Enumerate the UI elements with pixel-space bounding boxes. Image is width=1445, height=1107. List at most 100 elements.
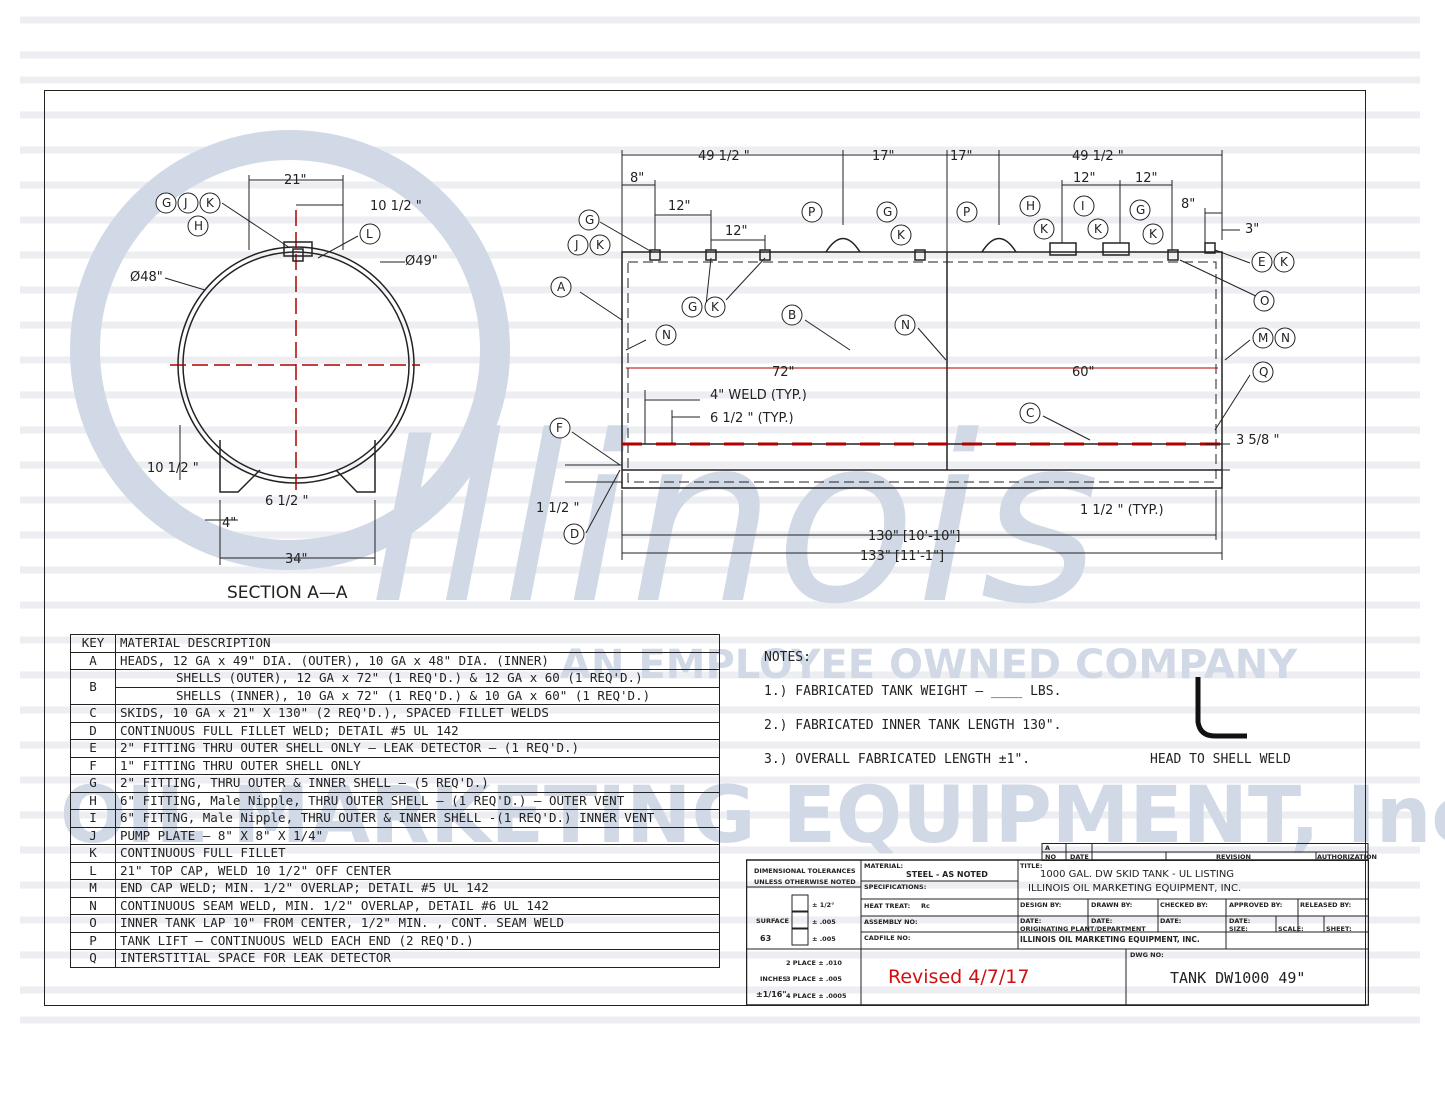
svg-text:G: G — [883, 205, 892, 219]
svg-text:12": 12" — [668, 199, 691, 214]
svg-text:G: G — [1136, 203, 1145, 217]
svg-text:F: F — [556, 421, 563, 435]
svg-text:4" WELD (TYP.): 4" WELD (TYP.) — [710, 388, 807, 403]
svg-text:133" [11'-1"]: 133" [11'-1"] — [860, 549, 944, 564]
svg-text:49 1/2 ": 49 1/2 " — [698, 149, 750, 164]
svg-text:J: J — [574, 238, 579, 252]
lift-right — [981, 237, 1017, 253]
watermark-script: Illinois — [370, 388, 1100, 655]
drawing-frame — [44, 90, 1366, 1006]
svg-text:49 1/2 ": 49 1/2 " — [1072, 149, 1124, 164]
weld-caption: HEAD TO SHELL WELD — [1150, 752, 1291, 767]
table-row: SHELLS (INNER), 10 GA x 72" (1 REQ'D.) &… — [71, 686, 720, 705]
svg-text:K: K — [596, 238, 605, 252]
svg-text:12": 12" — [725, 224, 748, 239]
svg-text:K: K — [1040, 222, 1049, 236]
svg-text:B: B — [788, 308, 796, 322]
svg-text:D: D — [570, 527, 579, 541]
left-skid — [219, 440, 261, 493]
section-label: SECTION A—A — [227, 583, 348, 603]
note-item: 3.) OVERALL FABRICATED LENGTH ±1". — [764, 752, 1031, 767]
svg-text:O: O — [1260, 294, 1269, 308]
notes: NOTES: 1.) FABRICATED TANK WEIGHT — ____… — [764, 650, 1061, 786]
elevation-callouts: G J K P G K P H K I K G K E K O A N G K … — [549, 195, 1296, 545]
section-callouts: G J K H L — [155, 192, 381, 245]
svg-text:17": 17" — [950, 149, 973, 164]
lift-left — [825, 237, 861, 253]
notes-title: NOTES: — [764, 650, 811, 665]
svg-text:12": 12" — [1135, 171, 1158, 186]
svg-text:1 1/2 ": 1 1/2 " — [536, 501, 579, 516]
svg-text:G: G — [162, 196, 171, 210]
svg-text:6 1/2 " (TYP.): 6 1/2 " (TYP.) — [710, 411, 794, 426]
dim-top-width: 21" — [284, 173, 307, 188]
section-view — [164, 175, 420, 565]
dim-offset: 10 1/2 " — [370, 199, 422, 214]
svg-text:C: C — [1026, 406, 1034, 420]
title-block: A NO DATE REVISION AUTHORIZATION DIMENSI… — [746, 843, 1377, 1006]
top-fitting — [283, 241, 313, 257]
svg-text:8": 8" — [1181, 197, 1195, 212]
svg-text:N: N — [901, 318, 910, 332]
dim-diam-outer: Ø49" — [405, 254, 438, 269]
dim-base-width: 34" — [285, 552, 308, 567]
svg-text:K: K — [206, 196, 215, 210]
svg-text:K: K — [1280, 255, 1289, 269]
drawing-number: TANK DW1000 49" — [1170, 969, 1306, 987]
svg-text:M: M — [1258, 331, 1268, 345]
svg-text:G: G — [688, 300, 697, 314]
svg-text:3": 3" — [1245, 222, 1259, 237]
elevation-dimensions: 49 1/2 " 17" 17" 49 1/2 " 8" 12" 12" 12"… — [536, 149, 1279, 564]
inner-shell — [627, 261, 1217, 483]
svg-text:8": 8" — [630, 171, 644, 186]
revision-note: Revised 4/7/17 — [888, 966, 1030, 988]
svg-text:K: K — [711, 300, 720, 314]
watermark-circle — [70, 130, 510, 570]
table-header-desc: MATERIAL DESCRIPTION — [115, 634, 720, 653]
table-header-key: KEY — [70, 634, 116, 653]
dim-skid-height: 10 1/2 " — [147, 461, 199, 476]
svg-text:1 1/2 " (TYP.): 1 1/2 " (TYP.) — [1080, 503, 1164, 518]
svg-text:A: A — [557, 280, 566, 294]
svg-text:P: P — [963, 205, 970, 219]
svg-text:17": 17" — [872, 149, 895, 164]
svg-text:12": 12" — [1073, 171, 1096, 186]
svg-text:60": 60" — [1072, 365, 1095, 380]
svg-text:K: K — [1149, 227, 1158, 241]
drawing-company: ILLINOIS OIL MARKETING EQUIPMENT, INC. — [1028, 883, 1242, 894]
svg-text:K: K — [897, 228, 906, 242]
svg-text:72": 72" — [772, 365, 795, 380]
dim-diam-inner: Ø48" — [130, 270, 163, 285]
drawing-title: 1000 GAL. DW SKID TANK - UL LISTING — [1040, 869, 1235, 880]
svg-text:I: I — [1081, 199, 1085, 213]
svg-text:3 5/8 ": 3 5/8 " — [1236, 433, 1279, 448]
svg-text:K: K — [1094, 222, 1103, 236]
svg-text:J: J — [183, 196, 188, 210]
svg-text:L: L — [366, 227, 373, 241]
svg-text:N: N — [1281, 331, 1290, 345]
svg-text:H: H — [1026, 199, 1035, 213]
svg-text:Q: Q — [1259, 365, 1268, 379]
svg-text:H: H — [194, 219, 203, 233]
elevation-view — [565, 150, 1261, 560]
svg-text:G: G — [585, 213, 594, 227]
